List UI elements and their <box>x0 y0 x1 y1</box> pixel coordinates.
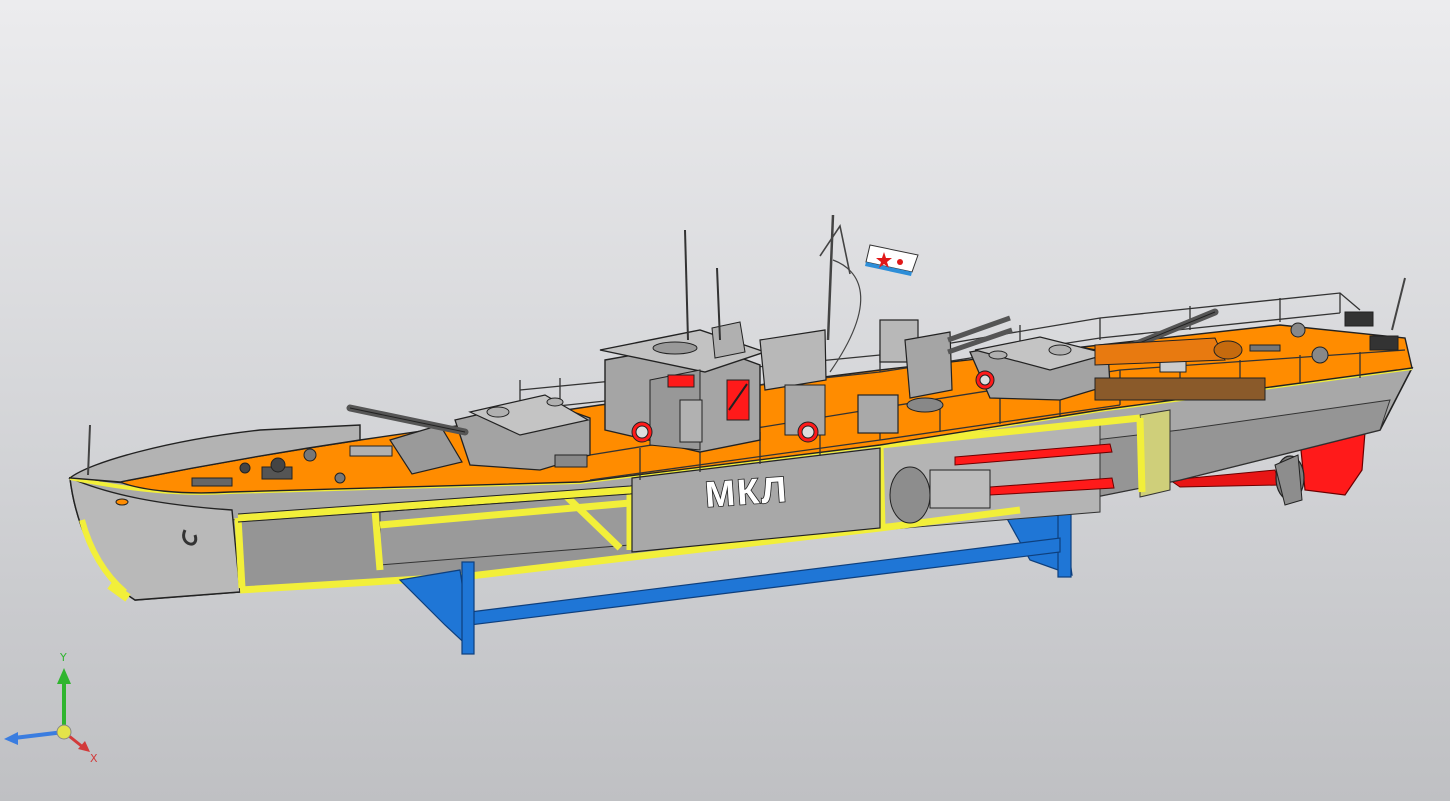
axis-triad: Y X <box>4 651 98 765</box>
wheelhouse <box>599 229 768 453</box>
yellow-frame <box>79 414 1146 602</box>
hull-label: МКЛ <box>704 468 790 515</box>
y-axis-label: Y <box>59 651 67 664</box>
z-axis-icon <box>13 730 65 740</box>
torpedo-tubes <box>889 443 1115 524</box>
bridge-mast <box>759 214 862 443</box>
deck-fittings <box>87 277 1406 546</box>
display-stand-front <box>398 561 475 655</box>
naval-flag-icon <box>865 244 919 276</box>
x-axis-label: X <box>90 752 98 765</box>
rudder-assembly <box>1168 431 1366 506</box>
stand-front-foot <box>398 569 473 652</box>
forward-turret <box>346 394 591 475</box>
hull-name-panel <box>631 447 881 553</box>
stand-front-post <box>461 561 475 655</box>
aa-gun-mount <box>857 315 1013 434</box>
